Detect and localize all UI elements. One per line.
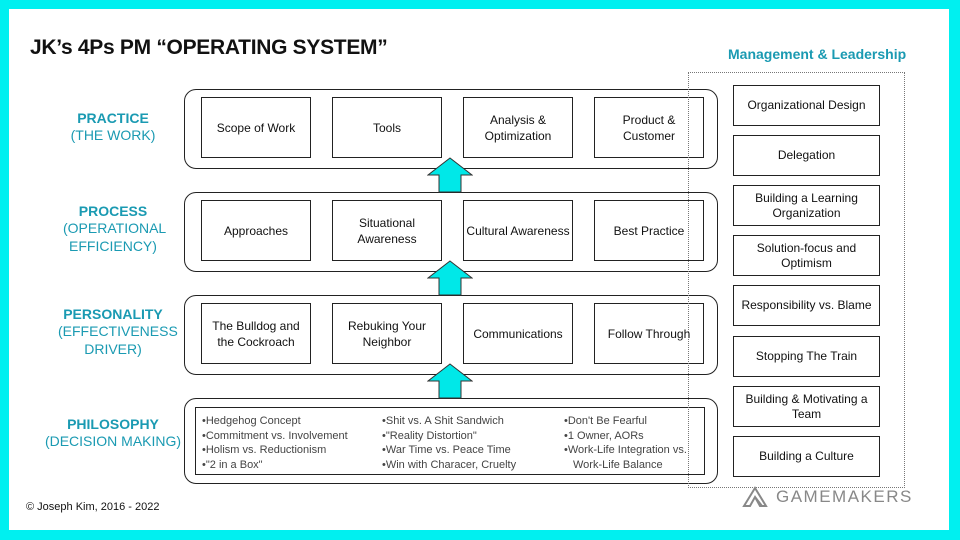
philosophy-inner-box: Hedgehog Concept Commitment vs. Involvem…	[195, 407, 705, 475]
practice-sub: (THE WORK)	[70, 127, 156, 143]
list-item: Work-Life Integration vs.	[564, 443, 687, 458]
list-item: Don't Be Fearful	[564, 414, 687, 429]
personality-box: Communications	[463, 303, 573, 364]
list-item: 1 Owner, AORs	[564, 429, 687, 444]
practice-row: Scope of Work Tools Analysis & Optimizat…	[184, 89, 718, 169]
philosophy-label: PHILOSOPHY (DECISION MAKING)	[28, 416, 198, 450]
up-arrow-icon	[427, 363, 473, 399]
management-item: Building a Culture	[733, 436, 880, 477]
management-item: Solution-focus and Optimism	[733, 235, 880, 276]
practice-box: Analysis & Optimization	[463, 97, 573, 158]
process-sub: (OPERATIONAL EFFICIENCY)	[63, 220, 167, 254]
philosophy-column-1: Hedgehog Concept Commitment vs. Involvem…	[202, 414, 348, 472]
personality-box: The Bulldog and the Cockroach	[201, 303, 311, 364]
management-item: Delegation	[733, 135, 880, 176]
list-item: War Time vs. Peace Time	[382, 443, 516, 458]
management-panel	[688, 72, 905, 488]
list-item: Commitment vs. Involvement	[202, 429, 348, 444]
list-item: Shit vs. A Shit Sandwich	[382, 414, 516, 429]
management-item: Organizational Design	[733, 85, 880, 126]
practice-name: PRACTICE	[77, 110, 149, 126]
management-item: Building a Learning Organization	[733, 185, 880, 226]
management-item: Responsibility vs. Blame	[733, 285, 880, 326]
process-name: PROCESS	[78, 203, 148, 219]
practice-label: PRACTICE (THE WORK)	[28, 110, 198, 144]
logo-text: GAMEMAKERS	[776, 487, 913, 506]
personality-box: Rebuking Your Neighbor	[332, 303, 442, 364]
list-item: Hedgehog Concept	[202, 414, 348, 429]
page-title: JK’s 4Ps PM “OPERATING SYSTEM”	[30, 36, 388, 59]
process-box: Situational Awareness	[332, 200, 442, 261]
list-item: Work-Life Balance	[573, 458, 663, 471]
personality-box: Follow Through	[594, 303, 704, 364]
personality-row: The Bulldog and the Cockroach Rebuking Y…	[184, 295, 718, 375]
personality-label: PERSONALITY (EFFECTIVENESS DRIVER)	[28, 306, 198, 358]
philosophy-column-3: Don't Be Fearful 1 Owner, AORs Work-Life…	[564, 414, 687, 472]
management-item: Building & Motivating a Team	[733, 386, 880, 427]
process-box: Best Practice	[594, 200, 704, 261]
practice-box: Product & Customer	[594, 97, 704, 158]
process-label: PROCESS (OPERATIONAL EFFICIENCY)	[28, 203, 198, 255]
list-item: Win with Characer, Cruelty	[382, 458, 516, 473]
copyright-text: © Joseph Kim, 2016 - 2022	[26, 501, 160, 513]
list-item: "2 in a Box"	[202, 458, 348, 473]
list-item: "Reality Distortion"	[382, 429, 516, 444]
philosophy-name: PHILOSOPHY	[67, 416, 159, 432]
up-arrow-icon	[427, 157, 473, 193]
list-item: Holism vs. Reductionism	[202, 443, 348, 458]
up-arrow-icon	[427, 260, 473, 296]
personality-name: PERSONALITY	[63, 306, 163, 322]
process-box: Approaches	[201, 200, 311, 261]
management-heading: Management & Leadership	[728, 46, 907, 62]
personality-sub: (EFFECTIVENESS DRIVER)	[58, 323, 178, 357]
philosophy-column-2: Shit vs. A Shit Sandwich "Reality Distor…	[382, 414, 516, 472]
philosophy-sub: (DECISION MAKING)	[44, 433, 182, 449]
gamemakers-logo-icon	[742, 486, 768, 507]
philosophy-row: Hedgehog Concept Commitment vs. Involvem…	[184, 398, 718, 484]
practice-box: Tools	[332, 97, 442, 158]
gamemakers-logo: GAMEMAKERS	[742, 486, 913, 508]
management-item: Stopping The Train	[733, 336, 880, 377]
process-box: Cultural Awareness	[463, 200, 573, 261]
practice-box: Scope of Work	[201, 97, 311, 158]
